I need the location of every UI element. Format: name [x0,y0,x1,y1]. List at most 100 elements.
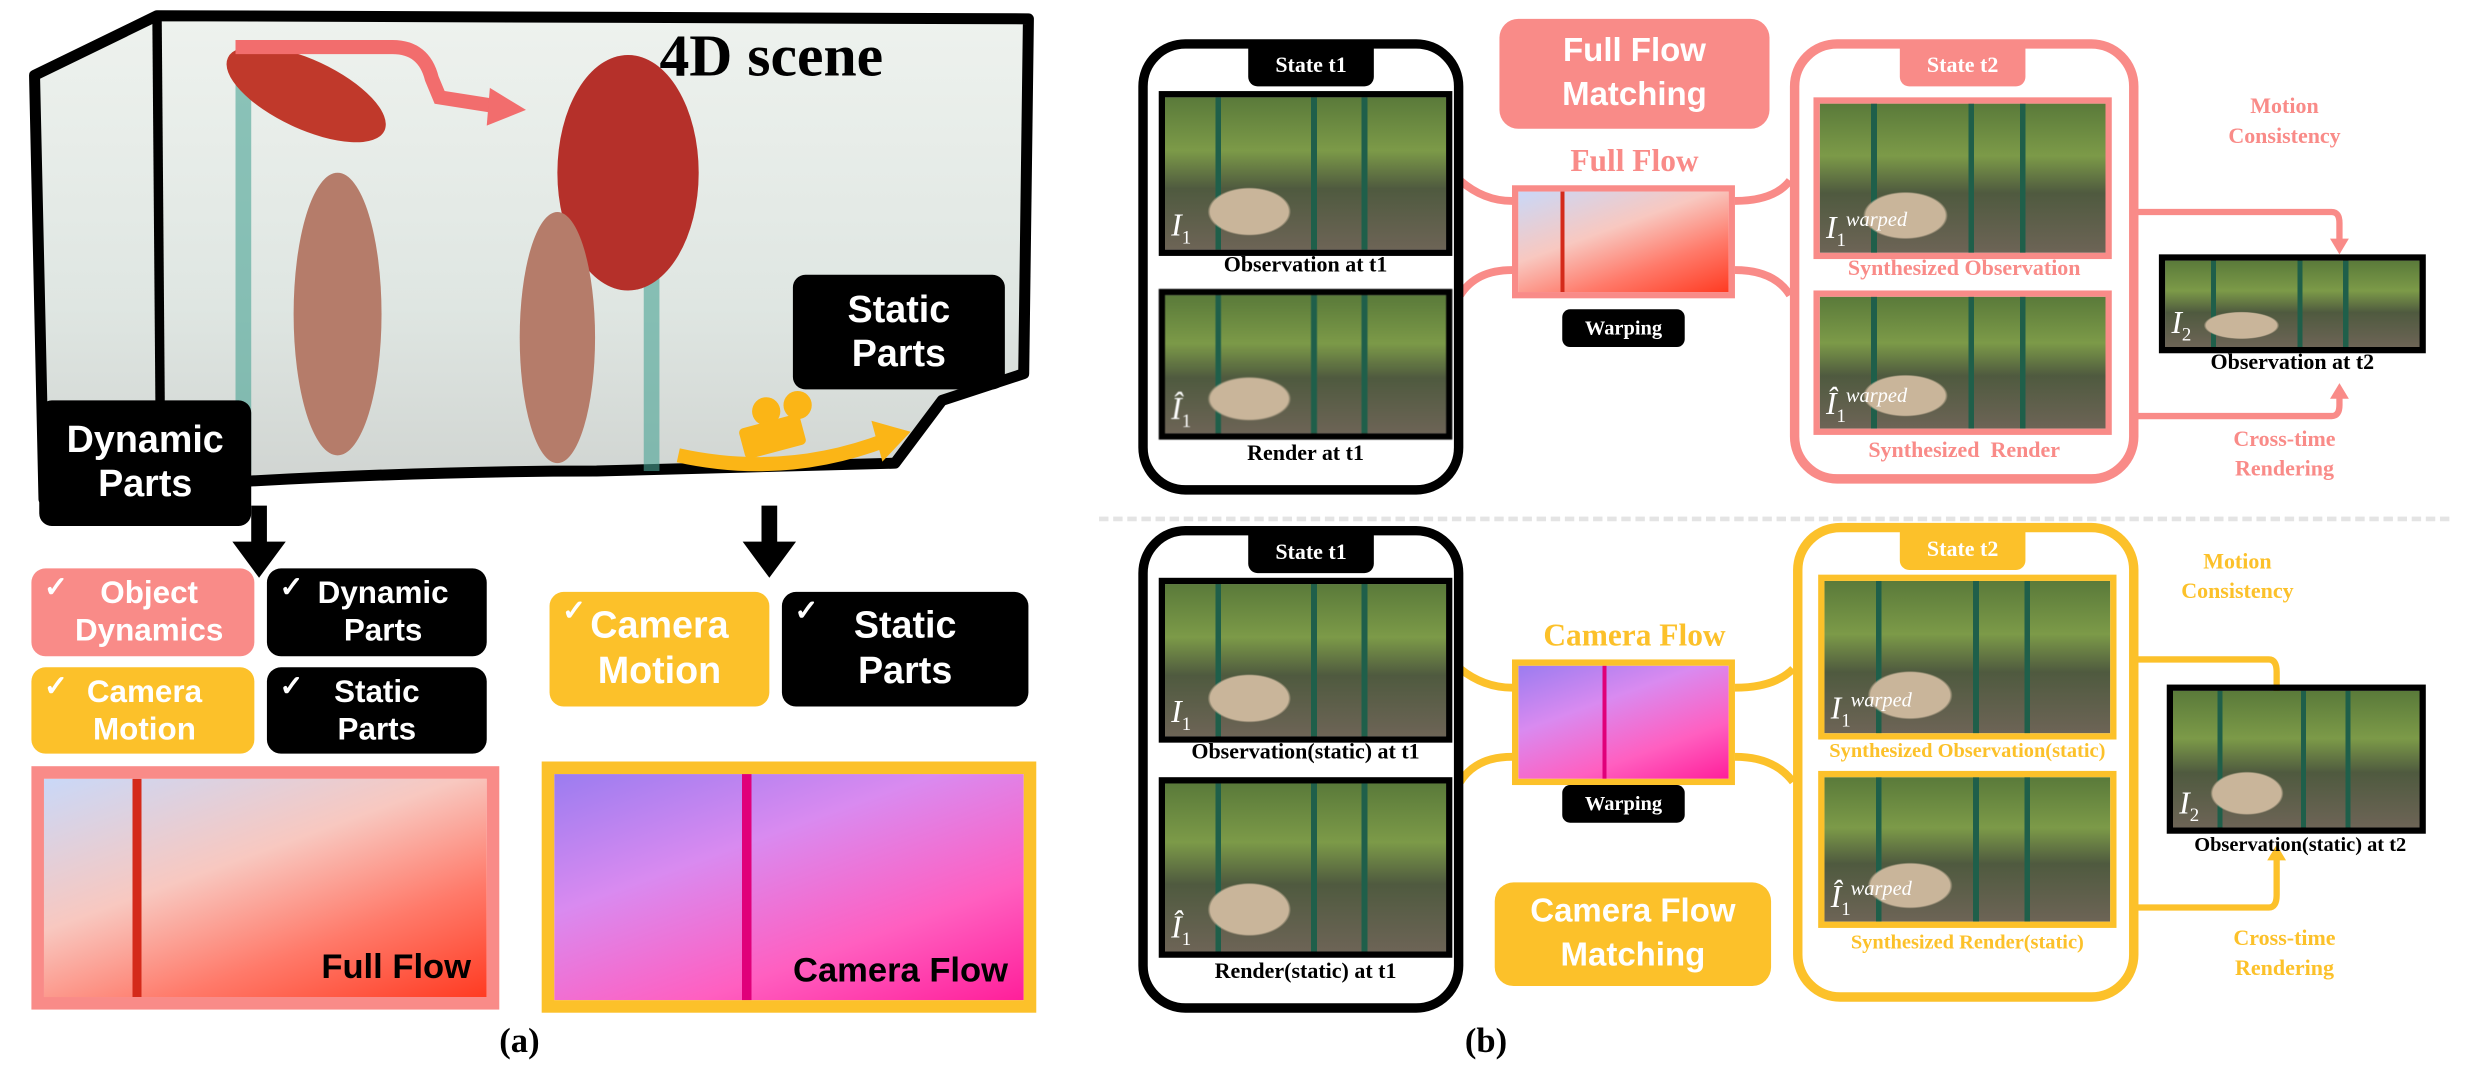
row-divider [1099,516,2450,522]
math-i2: I2 [2179,786,2200,826]
full-flow-thumbnail [1512,185,1735,299]
panel-a: 4D scene Static Parts Dynamic Parts ✓ Ob… [0,0,1083,1079]
math-i1-hat-warped: Î1warped [1826,383,1908,428]
dinosaur-balloon [557,54,699,291]
static-parts-tag: Static Parts [792,274,1005,390]
render-t1-image: Î1 [1158,288,1453,440]
check-label: Camera Motion [590,604,729,692]
dynamic-parts-tag: Dynamic Parts [39,400,252,526]
synthesized-observation-image: I1warped [1813,97,2112,260]
full-flow-title: Full Flow [1570,144,1699,179]
matching-line: Camera Flow [1530,892,1736,929]
caption-b: (b) [1464,1020,1508,1060]
check-camera-motion-right: ✓ Camera Motion [549,591,770,707]
check-icon: ✓ [279,571,304,603]
state-t1-tab: State t1 [1248,47,1374,87]
check-label: Object Dynamics [74,576,224,649]
label-line: Cross-time [2233,428,2336,453]
math-i1: I1 [1171,208,1192,249]
panel-b-top-row: State t1 I1 Observation at t1 Î1 Render … [0,0,2465,502]
synthesized-render-static-image: Î1warped [1818,770,2117,928]
label-line: Motion [2250,95,2319,120]
synthesized-render-label: Synthesized Render [1868,439,2061,464]
observation-static-t2-image: I2 [2166,684,2426,834]
math-i1-warped: I1warped [1830,688,1912,732]
cross-time-rendering-label: Cross-time Rendering [2222,926,2348,985]
observation-static-t1-image: I1 [1158,577,1453,743]
label-line: Cross-time [2233,927,2336,952]
math-i1-hat: Î1 [1171,392,1192,432]
observation-t1-label: Observation at t1 [1223,254,1388,278]
cross-time-rendering-label: Cross-time Rendering [2222,427,2348,486]
render-t1-label: Render at t1 [1247,442,1364,467]
connectors-bottom [1456,656,2287,911]
cross-time-arrow [2135,395,2343,420]
scene-frame [29,10,1034,578]
check-label: Static Parts [853,604,957,692]
check-label: Dynamic Parts [317,576,449,649]
math-i1: I1 [1171,695,1192,735]
scene-title: 4D scene [659,23,884,90]
math-i1-warped: I1warped [1826,207,1908,252]
label-line: Consistency [2228,125,2341,149]
check-label: Camera Motion [86,674,203,747]
math-i2: I2 [2171,306,2192,346]
person-1 [293,172,382,456]
synthesized-observation-label: Synthesized Observation [1847,257,2081,282]
check-icon: ✓ [43,670,68,702]
camera-flow-image: Camera Flow [541,761,1037,1013]
state-t2-tab: State t2 [1899,530,2026,570]
full-flow-matching-box: Full Flow Matching [1499,18,1770,129]
render-static-t1-image: Î1 [1158,777,1453,958]
panel-b-bottom-row: State t1 I1 Observation(static) at t1 Î1… [0,484,2465,1013]
synthesized-render-image: Î1warped [1813,290,2112,435]
camera-icon [739,390,812,459]
check-camera-motion: ✓ Camera Motion [31,667,255,754]
camera-flow-thumbnail [1512,659,1735,786]
motion-consistency-label: Motion Consistency [2222,94,2348,153]
down-arrow-dynamic [232,505,286,578]
state-t1-tab: State t1 [1248,533,1374,574]
label-line: Consistency [2181,580,2294,605]
check-icon: ✓ [794,595,819,627]
connectors-top [1456,177,2349,420]
camera-path-arrow [676,433,890,472]
state-t1-box [1138,39,1464,495]
matching-line: Matching [1560,937,1706,974]
render-static-t1-label: Render(static) at t1 [1214,960,1397,985]
motion-consistency-label: Motion Consistency [2167,550,2308,609]
state-t2-box [1789,39,2139,484]
observation-t2-image: I2 [2158,254,2426,354]
synthesized-observation-static-label: Synthesized Observation(static) [1829,737,2106,762]
label-line: Rendering [2235,957,2334,982]
caption-a: (a) [499,1020,540,1060]
synthesized-observation-static-image: I1warped [1818,574,2117,740]
balloon [226,46,386,143]
check-label: Static Parts [334,674,420,747]
motion-arrow [235,40,501,114]
full-flow-label: Full Flow [321,946,472,987]
full-flow-image: Full Flow [31,766,500,1010]
label-line: Rendering [2235,458,2334,482]
cross-time-arrow [2135,857,2280,911]
camera-flow-label: Camera Flow [792,949,1009,990]
check-static-parts: ✓ Static Parts [266,667,487,754]
state-t2-box [1793,522,2139,1002]
camera-flow-matching-box: Camera Flow Matching [1494,882,1772,987]
motion-consistency-arrow [2135,208,2343,244]
matching-line: Full Flow [1563,32,1706,69]
camera-flow-title: Camera Flow [1543,618,1726,654]
warping-tag: Warping [1562,785,1685,823]
check-icon: ✓ [279,670,304,702]
matching-line: Matching [1562,76,1707,114]
person-2 [519,211,596,464]
check-dynamic-parts: ✓ Dynamic Parts [266,568,487,657]
check-object-dynamics: ✓ Object Dynamics [31,568,255,657]
math-i1-hat: Î1 [1171,910,1192,950]
label-line: Motion [2203,551,2272,575]
check-static-parts-right: ✓ Static Parts [781,591,1029,707]
observation-t1-image: I1 [1158,91,1453,256]
math-i1-hat-warped: Î1warped [1830,876,1912,921]
state-t2-tab: State t2 [1899,47,2026,87]
